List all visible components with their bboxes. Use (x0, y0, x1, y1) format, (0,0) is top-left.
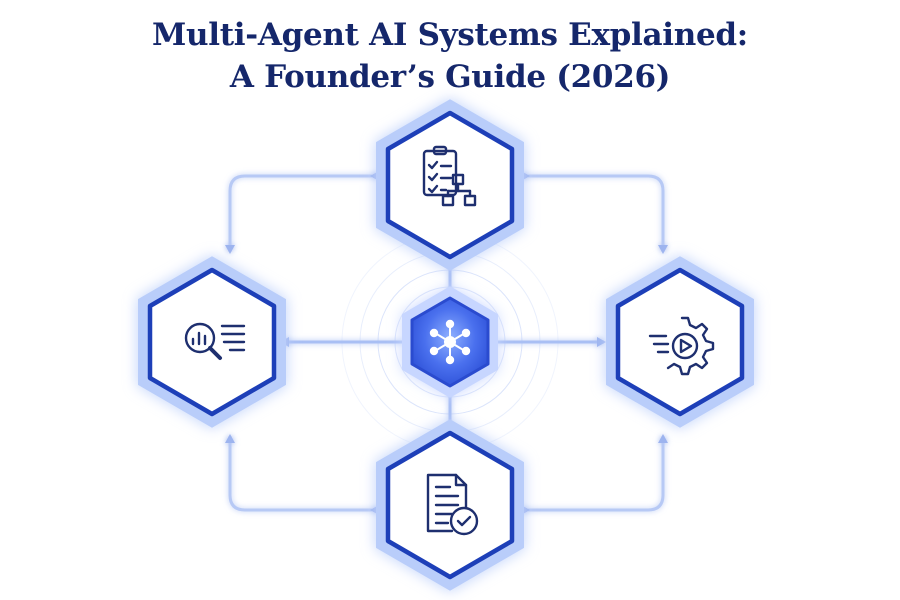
connector-top-right (521, 171, 668, 254)
page-title: Multi-Agent AI Systems Explained: A Foun… (0, 14, 900, 98)
connector-bottom-left (225, 434, 379, 515)
connector-bottom-right (521, 434, 668, 515)
agent-node-top (376, 99, 524, 271)
agent-node-right (606, 256, 754, 428)
agent-node-bottom (376, 419, 524, 591)
outer-connectors (225, 171, 668, 515)
gear-play-icon (648, 316, 715, 376)
clipboard-flowchart-icon (422, 145, 477, 207)
title-line-1: Multi-Agent AI Systems Explained: (152, 17, 748, 53)
agent-node-left (138, 256, 286, 428)
document-check-icon (426, 473, 479, 536)
connector-top-left (225, 171, 379, 254)
title-line-2: A Founder’s Guide (2026) (229, 59, 671, 95)
magnifier-analytics-icon (184, 322, 246, 360)
central-hub (402, 286, 498, 398)
network-hub-icon (429, 319, 471, 365)
